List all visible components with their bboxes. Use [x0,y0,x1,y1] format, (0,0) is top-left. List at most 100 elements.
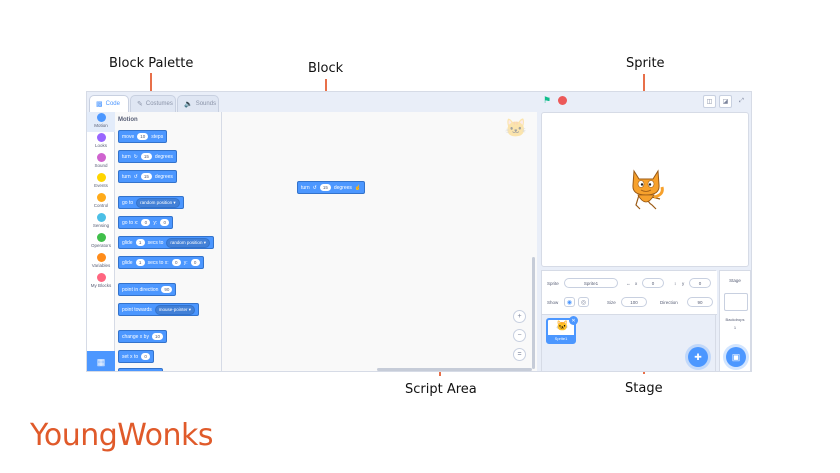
tab-sounds[interactable]: 🔈 Sounds [177,95,219,112]
hide-sprite-button[interactable]: ◎ [578,297,589,307]
block-palette: Motion move 10 steps turn ↻ 15 degrees t… [115,112,222,371]
glide-y-input[interactable]: 0 [190,259,200,266]
stage[interactable] [541,112,749,267]
stage-header: ⚑ ◫ ◪ ⤢ [537,92,751,112]
point-towards-block[interactable]: point towards mouse-pointer ▾ [118,303,200,316]
small-stage-icon: ◫ [706,99,713,105]
turn-right-input[interactable]: 15 [140,153,152,160]
turn-left-block[interactable]: turn ↺ 15 degrees [118,170,177,183]
brand-logo: YoungWonks [30,418,214,453]
choose-backdrop-button[interactable]: ▣ [726,347,746,367]
operators-dot-icon [96,233,106,242]
category-sensing[interactable]: Sensing [87,213,115,228]
stage-thumbnail[interactable] [724,293,748,311]
green-flag-icon[interactable]: ⚑ [543,95,552,105]
small-stage-button[interactable]: ◫ [703,95,716,108]
callout-stage: Stage [625,381,663,396]
looks-dot-icon [96,133,106,142]
go-to-dropdown[interactable]: random position ▾ [136,197,180,208]
turn-left-input[interactable]: 15 [140,173,152,180]
backdrop-add-icon: ▣ [731,351,741,362]
go-to-y-input[interactable]: 0 [160,219,170,226]
category-motion[interactable]: Motion [87,112,115,132]
palette-title: Motion [118,117,138,123]
glide-x-input[interactable]: 0 [171,259,181,266]
script-vscrollbar[interactable] [532,257,535,369]
set-x-input[interactable]: 0 [141,353,151,360]
callout-sprite: Sprite [626,56,665,71]
glide-to-dropdown[interactable]: random position ▾ [166,237,210,248]
eye-icon: ◉ [566,299,573,306]
y-field[interactable]: 0 [689,278,711,288]
sprite-watermark-icon: 🐱 [504,118,527,138]
fullscreen-button[interactable]: ⤢ [735,95,748,108]
tab-code[interactable]: ▩ Code [89,95,129,112]
brush-icon: ✎ [137,101,143,108]
zoom-reset-button[interactable]: = [513,348,526,361]
zoom-out-button[interactable]: − [513,329,526,342]
size-field[interactable]: 100 [621,297,647,307]
fullscreen-icon: ⤢ [739,98,744,104]
stop-icon[interactable] [558,96,567,105]
control-dot-icon [96,193,106,202]
sensing-dot-icon [96,213,106,222]
turn-right-block[interactable]: turn ↻ 15 degrees [118,150,177,163]
extension-icon: ▦ [96,356,106,367]
zoom-out-icon: − [517,332,522,339]
callout-script-area: Script Area [405,382,477,397]
glide-xy-block[interactable]: glide 1 secs to x: 0 y: 0 [118,256,204,269]
move-steps-block[interactable]: move 10 steps [118,130,168,143]
glide-secs-input[interactable]: 1 [135,239,145,246]
sprite-name-field[interactable]: Sprite1 [564,278,618,288]
category-variables[interactable]: Variables [87,253,115,268]
tab-costumes[interactable]: ✎ Costumes [130,95,176,112]
add-extension-button[interactable]: ▦ [87,351,115,371]
variables-dot-icon [96,253,106,262]
partial-block[interactable] [118,368,163,371]
go-to-xy-block[interactable]: go to x: 0 y: 0 [118,216,174,229]
category-sound[interactable]: Sound [87,153,115,168]
category-operators[interactable]: Operators [87,233,115,248]
glide-xy-secs-input[interactable]: 1 [135,259,145,266]
point-in-direction-block[interactable]: point in direction 90 [118,283,177,296]
zoom-in-icon: + [517,313,522,320]
category-events[interactable]: Events [87,173,115,188]
motion-dot-icon [96,113,106,122]
large-stage-button[interactable]: ◪ [719,95,732,108]
change-x-input[interactable]: 10 [151,333,163,340]
direction-input[interactable]: 90 [161,286,173,293]
direction-field[interactable]: 90 [687,297,713,307]
delete-sprite-button[interactable]: ✕ [569,316,578,325]
x-field[interactable]: 0 [642,278,664,288]
cat-sprite[interactable] [626,165,666,213]
my-blocks-dot-icon [96,273,106,282]
change-x-block[interactable]: change x by 10 [118,330,167,343]
script-area[interactable]: 🐱 turn ↺ 15 degrees ☝ + − = [222,112,537,371]
show-sprite-button[interactable]: ◉ [564,297,575,307]
script-hscrollbar[interactable] [377,368,532,371]
choose-sprite-button[interactable]: ✚ [688,347,708,367]
point-towards-dropdown[interactable]: mouse-pointer ▾ [154,304,196,315]
glide-to-block[interactable]: glide 1 secs to random position ▾ [118,236,214,249]
callout-block: Block [308,61,344,76]
go-to-x-input[interactable]: 0 [141,219,151,226]
category-my-blocks[interactable]: My Blocks [87,273,115,288]
category-control[interactable]: Control [87,193,115,208]
large-stage-icon: ◪ [722,99,729,105]
category-looks[interactable]: Looks [87,133,115,148]
eye-slash-icon: ◎ [580,299,587,306]
rotate-left-icon: ↺ [133,173,138,180]
sprite-thumbnail[interactable]: 🐱 Sprite1 ✕ [546,316,578,344]
stage-selector[interactable]: Stage Backdrops 1 ▣ [719,270,751,371]
speaker-icon: 🔈 [184,101,193,108]
cat-add-icon: ✚ [694,351,702,362]
zoom-in-button[interactable]: + [513,310,526,323]
sprite-pane: Sprite Sprite1 ↔ x 0 ↕ y 0 Show ◉ ◎ Size… [541,270,717,371]
move-steps-input[interactable]: 10 [137,133,149,140]
go-to-block[interactable]: go to random position ▾ [118,196,184,209]
set-x-block[interactable]: set x to 0 [118,350,155,363]
script-turn-input[interactable]: 15 [319,184,331,191]
script-turn-block[interactable]: turn ↺ 15 degrees ☝ [297,181,366,194]
rotate-right-icon: ↻ [133,153,138,160]
